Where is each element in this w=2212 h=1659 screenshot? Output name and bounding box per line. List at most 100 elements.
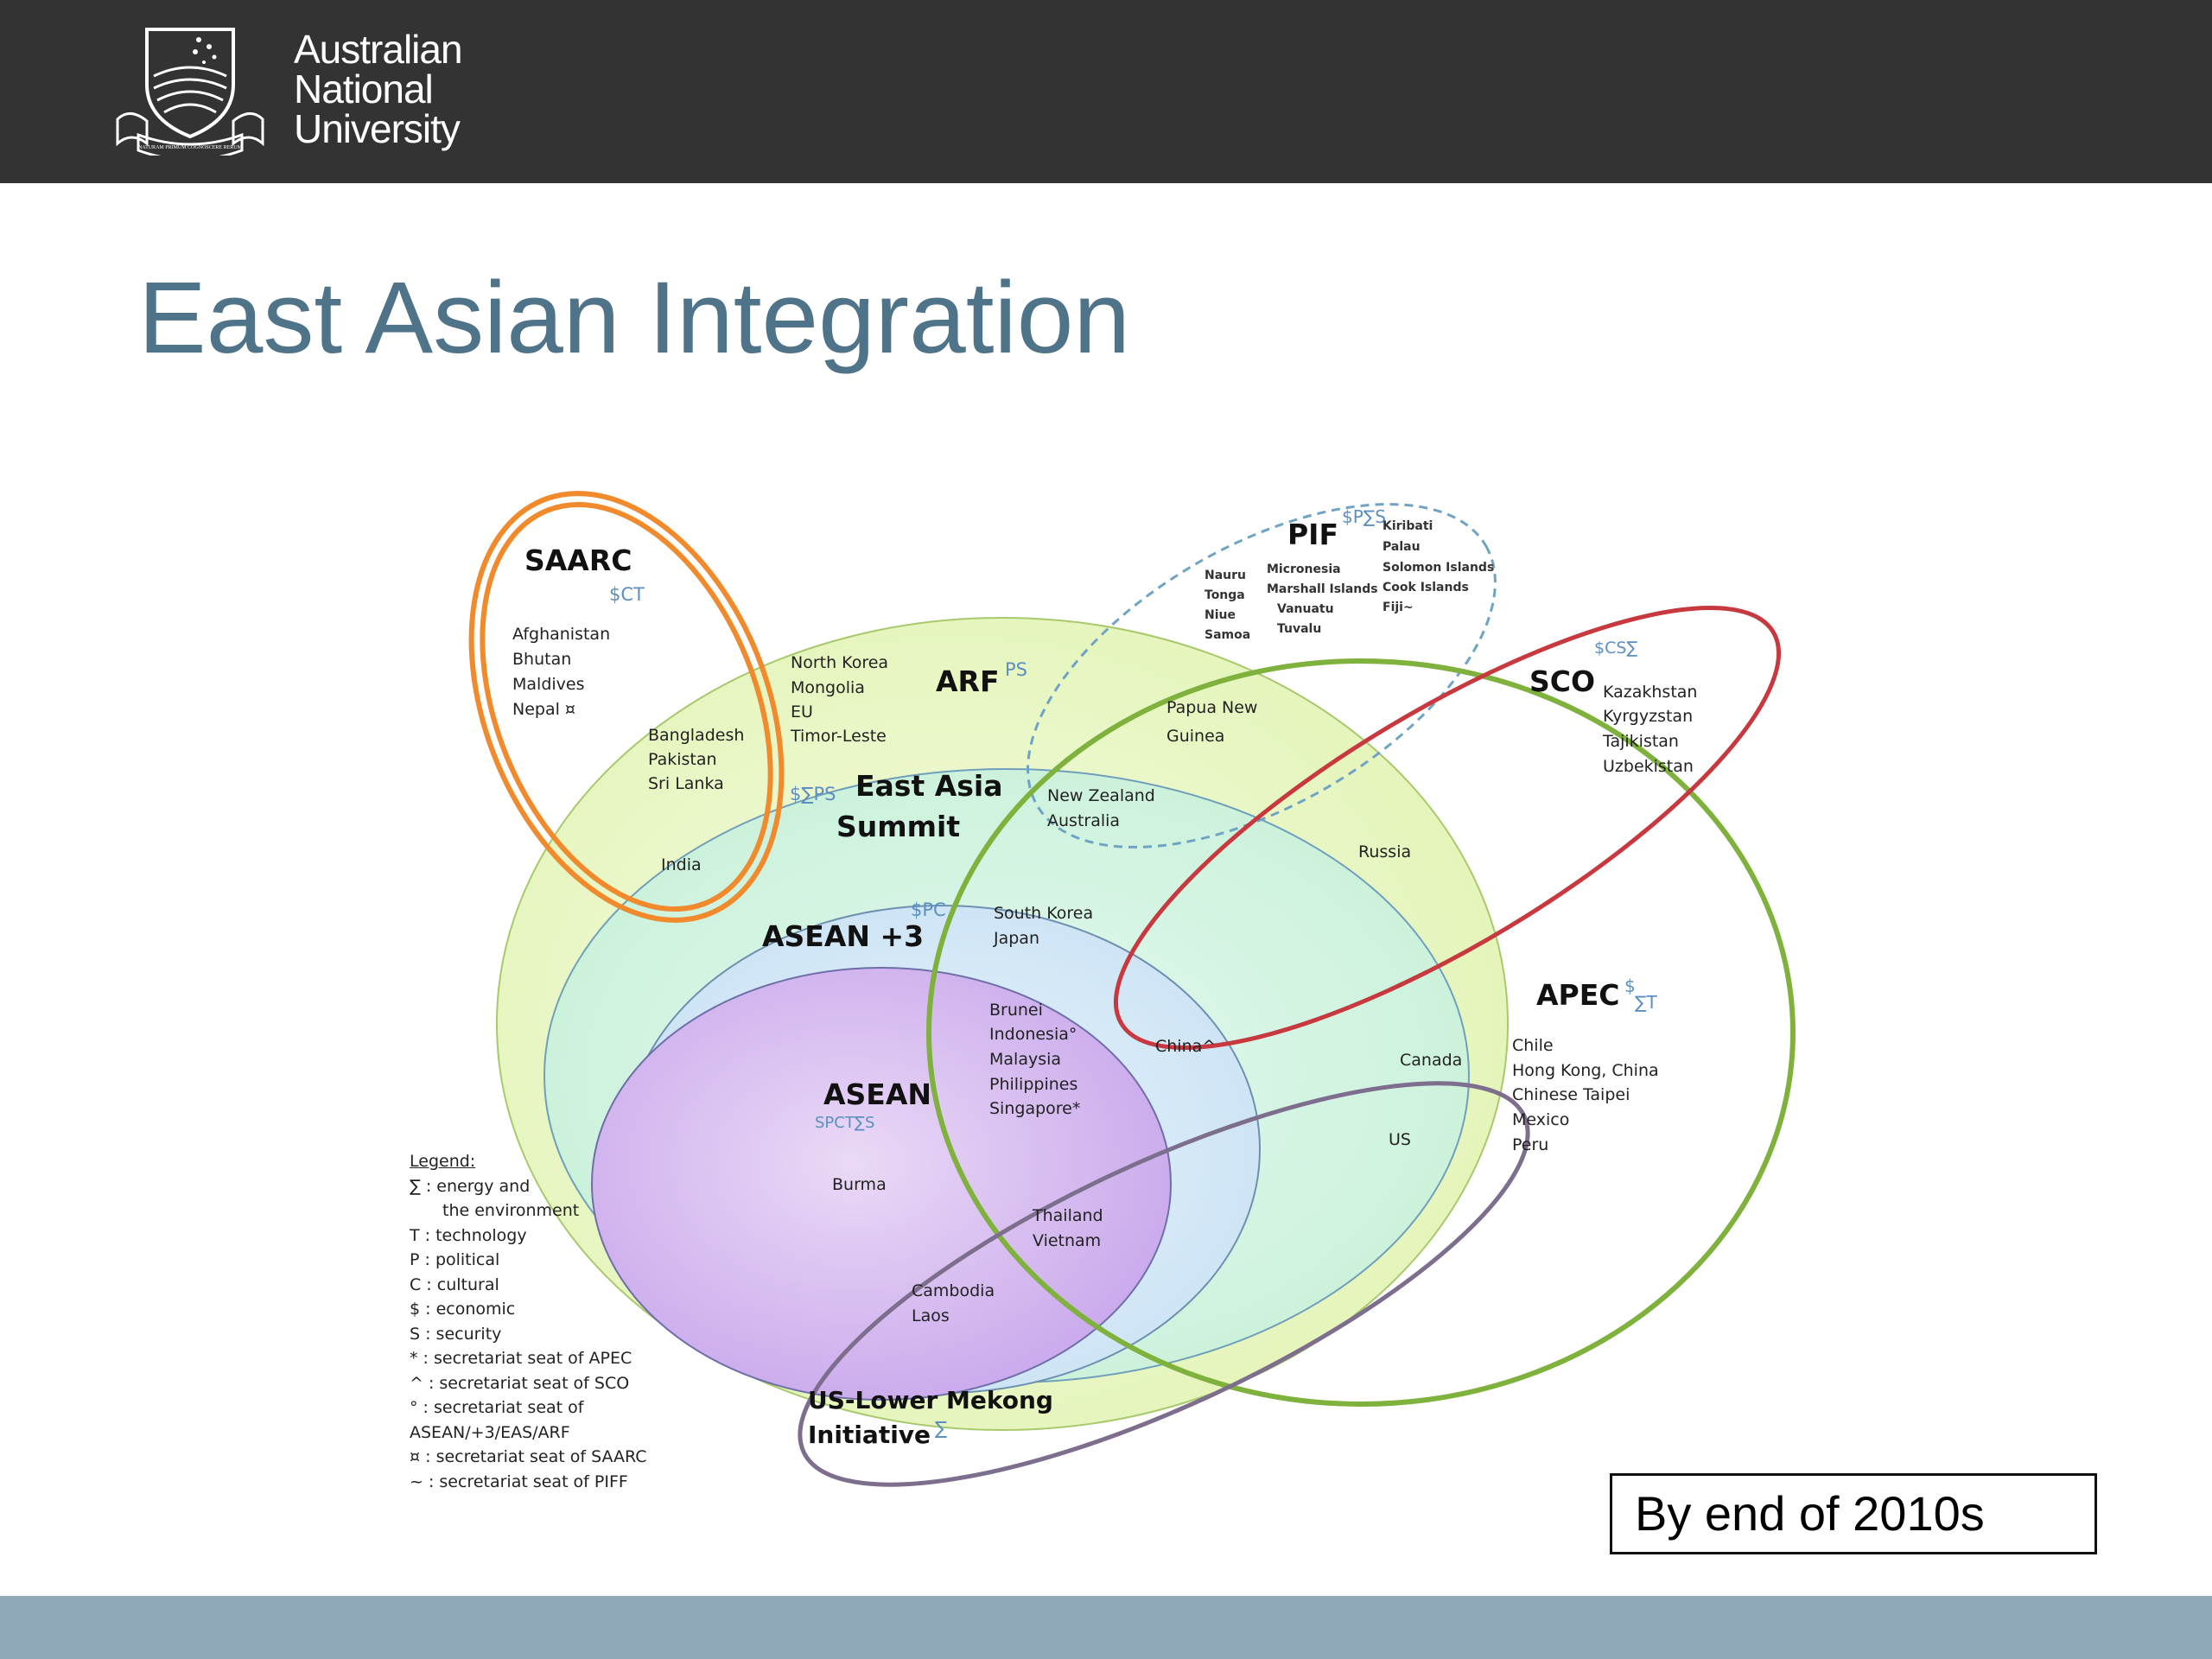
apec-code-symbol: $ — [1624, 976, 1636, 996]
member-china: China^ — [1155, 1037, 1216, 1056]
eas-code: $∑PS — [790, 784, 836, 804]
member-kazakhstan: Kazakhstan — [1603, 683, 1697, 702]
member-maldives: Maldives — [512, 675, 585, 694]
member-micronesia: Micronesia — [1267, 563, 1341, 576]
member-canada: Canada — [1400, 1051, 1462, 1070]
legend-item: ¤ : secretariat seat of SAARC — [410, 1447, 647, 1466]
member-vanuatu: Vanuatu — [1277, 602, 1334, 616]
pif-only-members: Nauru Tonga Niue Samoa Micronesia Marsha… — [1205, 519, 1494, 642]
member-japan: Japan — [993, 929, 1039, 948]
member-thailand: Thailand — [1032, 1206, 1103, 1225]
member-burma: Burma — [832, 1175, 887, 1194]
asean-code: SPCT∑S — [815, 1114, 874, 1132]
saarc-code: $CT — [609, 584, 645, 605]
member-australia: Australia — [1047, 811, 1120, 830]
legend-item: ° : secretariat seat of — [410, 1398, 584, 1417]
member-hong-kong: Hong Kong, China — [1512, 1061, 1659, 1080]
diagram-legend: Legend: ∑ : energy and the environment T… — [410, 1149, 647, 1494]
asean3-label: ASEAN +3 — [762, 919, 924, 953]
member-india: India — [661, 855, 702, 874]
member-us: US — [1389, 1130, 1411, 1149]
member-pakistan: Pakistan — [648, 750, 717, 769]
member-guinea: Guinea — [1166, 727, 1224, 746]
footer-bar — [0, 1596, 2212, 1659]
member-tuvalu: Tuvalu — [1277, 622, 1321, 636]
legend-item: ~ : secretariat seat of PIFF — [410, 1471, 628, 1491]
member-tonga: Tonga — [1205, 588, 1245, 602]
asean3-code: $PC — [911, 899, 946, 920]
mekong-apec-members: Thailand Vietnam — [1032, 1206, 1103, 1250]
sco-outline — [1113, 606, 1782, 1050]
legend-item: ASEAN/+3/EAS/ARF — [410, 1422, 570, 1442]
member-fiji: Fiji~ — [1382, 601, 1414, 614]
member-bhutan: Bhutan — [512, 650, 571, 669]
member-solomon-islands: Solomon Islands — [1382, 561, 1494, 575]
member-philippines: Philippines — [989, 1075, 1077, 1094]
eas-label-line-1: East Asia — [855, 769, 1002, 803]
saarc-arf-members: Bangladesh Pakistan Sri Lanka — [648, 726, 744, 793]
member-north-korea: North Korea — [791, 653, 888, 672]
member-bangladesh: Bangladesh — [648, 726, 744, 745]
arf-only-members: North Korea Mongolia EU Timor-Leste — [790, 653, 888, 746]
mekong-asean-members: Cambodia Laos — [912, 1281, 995, 1325]
nz-aus-members: New Zealand Australia — [1047, 786, 1155, 830]
legend-item: * : secretariat seat of APEC — [410, 1349, 632, 1368]
legend-item: P : political — [410, 1250, 500, 1269]
slide-title: East Asian Integration — [138, 261, 1130, 375]
saarc-label: SAARC — [524, 543, 632, 577]
legend-item: ∑ : energy and — [410, 1176, 531, 1196]
member-new-zealand: New Zealand — [1047, 786, 1155, 805]
member-cambodia: Cambodia — [912, 1281, 995, 1300]
member-vietnam: Vietnam — [1033, 1231, 1101, 1250]
anu-crest-icon: NATURAM PRIMUM COGNOSCERE RERUM — [116, 28, 264, 156]
member-peru: Peru — [1512, 1135, 1548, 1154]
member-indonesia: Indonesia° — [989, 1025, 1077, 1044]
mekong-label-line-2: Initiative — [808, 1421, 931, 1449]
member-singapore: Singapore* — [989, 1099, 1080, 1118]
apec-label: APEC — [1536, 978, 1620, 1012]
member-mexico: Mexico — [1512, 1110, 1569, 1129]
legend-item: S : security — [410, 1324, 502, 1344]
member-papua-new: Papua New — [1166, 698, 1257, 717]
logo-line-3: University — [294, 106, 461, 151]
member-south-korea: South Korea — [994, 904, 1093, 923]
sco-label: SCO — [1529, 664, 1595, 698]
member-niue: Niue — [1205, 608, 1236, 622]
member-laos: Laos — [912, 1306, 950, 1325]
pif-code: $P∑S — [1342, 506, 1386, 527]
legend-item: $ : economic — [410, 1300, 516, 1319]
apec-code-letters: ∑T — [1635, 992, 1657, 1013]
member-malaysia: Malaysia — [989, 1050, 1061, 1069]
legend-item: the environment — [442, 1201, 580, 1220]
member-chinese-taipei: Chinese Taipei — [1512, 1085, 1630, 1104]
mekong-outline — [798, 1081, 1530, 1487]
era-label-box: By end of 2010s — [1610, 1473, 2097, 1554]
header-bar: NATURAM PRIMUM COGNOSCERE RERUM Australi… — [0, 0, 2212, 183]
member-marshall-islands: Marshall Islands — [1267, 582, 1378, 596]
sco-only-members: Kazakhstan Kyrgyzstan Tajikistan Uzbekis… — [1602, 683, 1697, 776]
sco-code: $CS∑ — [1594, 639, 1637, 658]
university-name: Australian National University — [294, 29, 463, 151]
legend-item: T : technology — [410, 1225, 527, 1245]
member-sri-lanka: Sri Lanka — [648, 774, 724, 793]
member-tajikistan: Tajikistan — [1602, 732, 1679, 751]
arf-label: ARF — [936, 664, 1000, 698]
pif-label: PIF — [1287, 518, 1338, 551]
member-samoa: Samoa — [1205, 628, 1250, 642]
legend-heading: Legend: — [410, 1152, 476, 1171]
member-russia: Russia — [1358, 842, 1411, 861]
member-palau: Palau — [1382, 540, 1421, 554]
legend-item: C : cultural — [410, 1274, 499, 1294]
member-nauru: Nauru — [1205, 569, 1246, 582]
mekong-label-line-1: US-Lower Mekong — [808, 1386, 1053, 1414]
member-mongolia: Mongolia — [791, 678, 865, 697]
member-chile: Chile — [1512, 1036, 1554, 1055]
png-members: Papua New Guinea — [1166, 698, 1257, 746]
mekong-code: ∑ — [935, 1418, 947, 1439]
arf-code: PS — [1005, 659, 1027, 680]
member-eu: EU — [791, 702, 813, 721]
member-kiribati: Kiribati — [1382, 519, 1433, 533]
member-uzbekistan: Uzbekistan — [1603, 757, 1694, 776]
asean-region — [591, 967, 1172, 1401]
